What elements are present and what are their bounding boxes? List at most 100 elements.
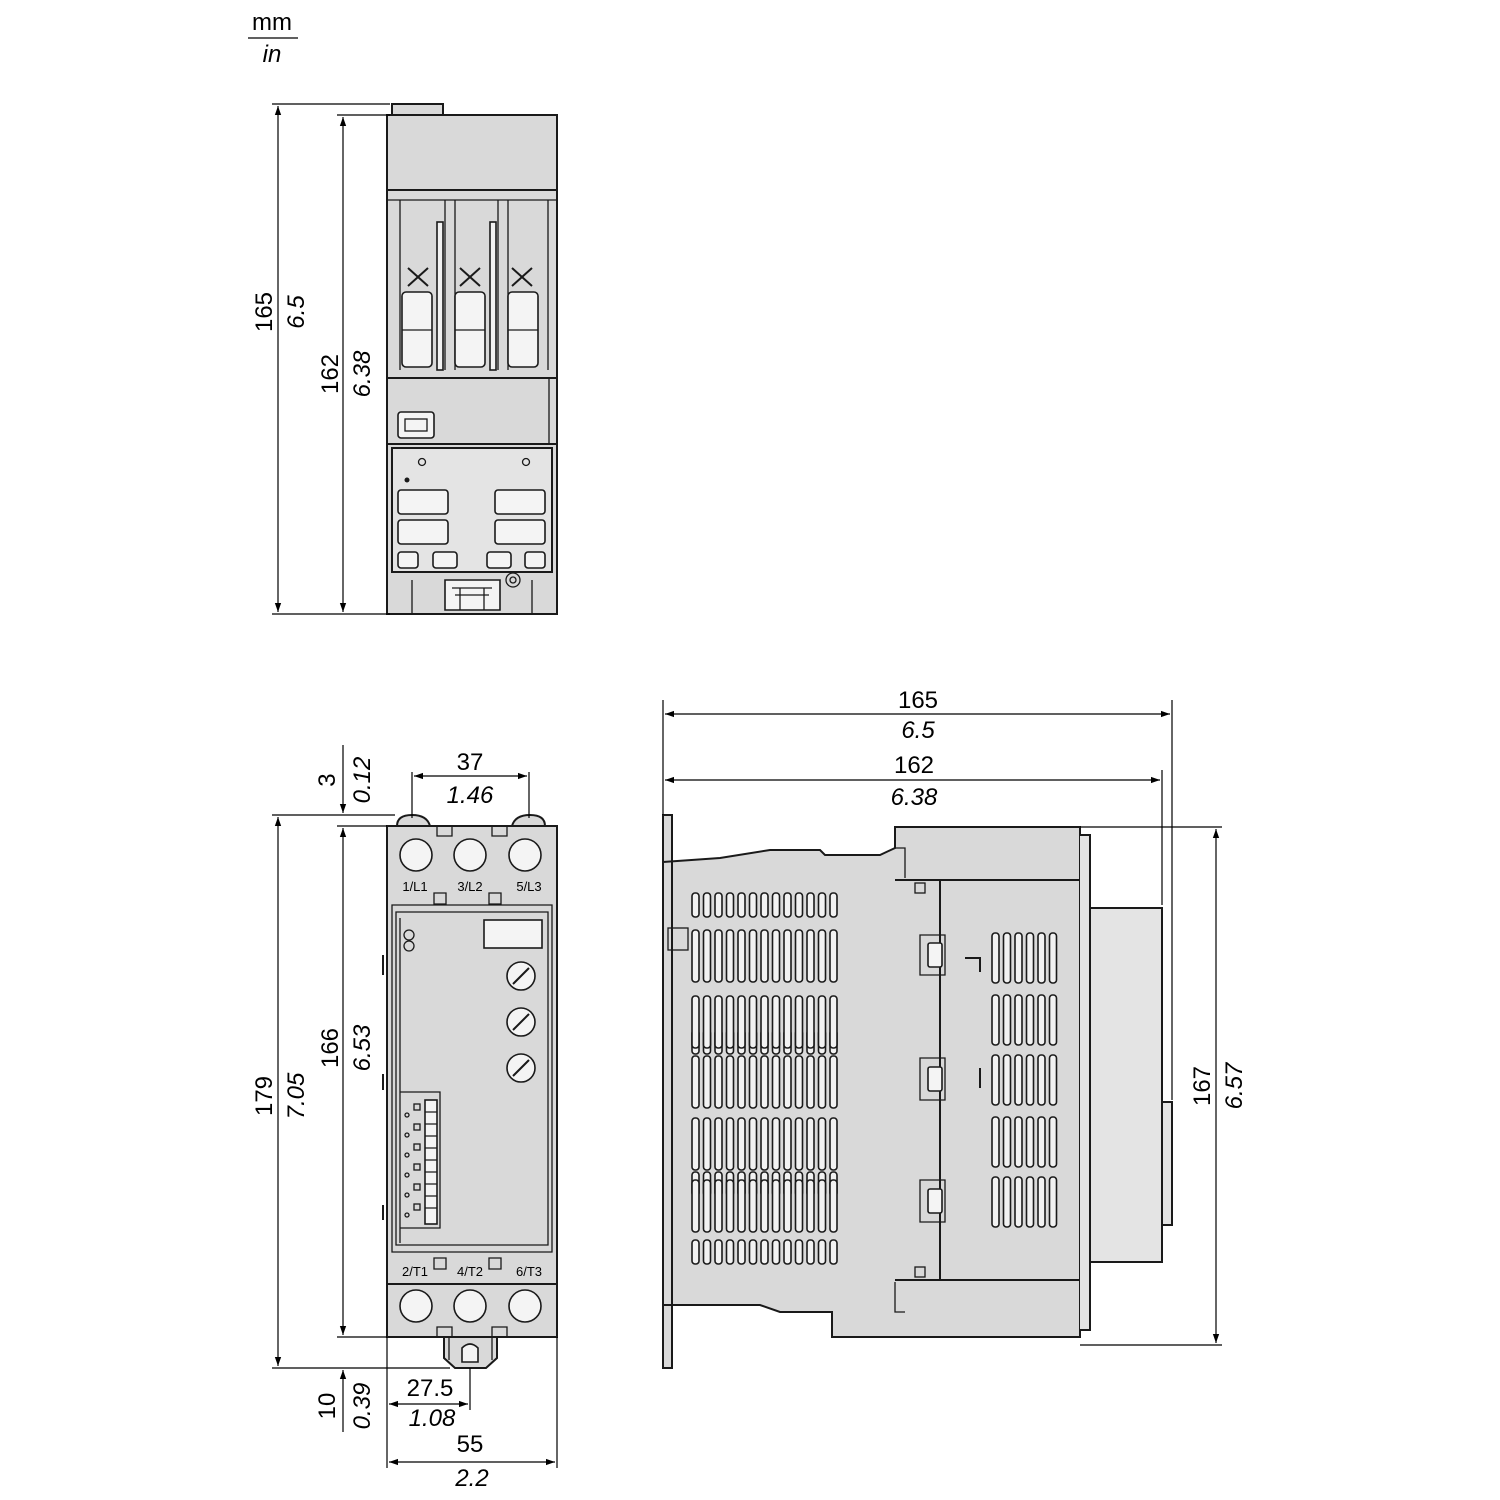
vent-slot — [817, 1055, 827, 1109]
side-view: 165 6.5 162 6.38 167 6.57 — [662, 687, 1248, 1369]
vent-slot — [737, 1179, 746, 1233]
front-view: 1/L1 3/L2 5/L3 — [251, 745, 558, 1492]
vent-slot — [737, 995, 746, 1049]
vent-slot — [725, 995, 735, 1049]
vent-slot — [760, 929, 769, 983]
vent-slot — [760, 1055, 769, 1109]
vent-slot — [783, 1055, 792, 1109]
vent-slot — [737, 892, 746, 918]
vent-slot — [748, 995, 758, 1049]
vent-slot — [691, 1179, 700, 1233]
vent-slot — [817, 995, 827, 1049]
front-width-in: 2.2 — [454, 1465, 488, 1492]
vent-slot — [991, 932, 1000, 984]
vent-slot — [771, 929, 781, 983]
vent-slot — [714, 1055, 723, 1109]
latch-icons — [914, 882, 981, 1278]
vent-slot — [806, 1239, 815, 1265]
vent-slot — [771, 995, 781, 1049]
vent-slot — [1014, 1176, 1023, 1228]
vent-slot — [748, 1117, 758, 1171]
vent-slot — [806, 995, 815, 1049]
vent-slot — [725, 1179, 735, 1233]
vent-slots-left — [691, 892, 838, 1265]
usb-port-icon — [397, 411, 435, 439]
front-pitch-in: 1.46 — [447, 782, 494, 809]
vent-slot — [702, 1179, 712, 1233]
vent-slot — [794, 892, 804, 918]
top-height-outer-in: 6.5 — [283, 295, 310, 329]
vent-slot — [783, 892, 792, 918]
vent-slot — [760, 1117, 769, 1171]
vent-slot — [1002, 994, 1012, 1046]
vent-slot — [748, 892, 758, 918]
vent-slot — [1002, 1176, 1012, 1228]
front-bottom-offset-in: 0.39 — [349, 1383, 376, 1430]
vent-slot — [737, 1055, 746, 1109]
vent-slot — [1048, 1054, 1058, 1106]
vent-slot — [794, 1055, 804, 1109]
top-height-outer-mm: 165 — [251, 292, 278, 332]
vent-slot — [991, 1054, 1000, 1106]
din-clip-icon — [443, 1336, 498, 1369]
front-body-height-mm: 166 — [317, 1028, 344, 1068]
vent-slot — [829, 995, 838, 1049]
vent-slot — [817, 929, 827, 983]
top-height-inner-mm: 162 — [317, 354, 344, 394]
vent-slot — [691, 929, 700, 983]
vent-slot — [991, 1176, 1000, 1228]
vent-slot — [1014, 1054, 1023, 1106]
vent-slot — [691, 1239, 700, 1265]
vent-slot — [702, 929, 712, 983]
vent-slot — [702, 1239, 712, 1265]
front-pitch-mm: 37 — [457, 749, 484, 776]
vent-slot — [691, 892, 700, 918]
vent-slot — [1048, 1116, 1058, 1168]
vent-slot — [702, 995, 712, 1049]
front-bottom-offset-mm: 10 — [314, 1393, 341, 1420]
vent-slot — [1025, 994, 1035, 1046]
vent-slot — [794, 1179, 804, 1233]
load-terminal-screws — [387, 1283, 557, 1337]
vent-slot — [725, 1117, 735, 1171]
vent-slot — [714, 995, 723, 1049]
vent-slot — [771, 892, 781, 918]
vent-slot — [1014, 1116, 1023, 1168]
vent-slot — [829, 892, 838, 918]
vent-slot — [702, 1055, 712, 1109]
units-in-label: in — [263, 41, 282, 68]
vent-slot — [737, 1117, 746, 1171]
dip-switch-icon — [404, 1099, 438, 1225]
control-slots — [397, 489, 546, 569]
vent-slot — [691, 1117, 700, 1171]
vent-slot — [725, 1055, 735, 1109]
vent-slot — [817, 1179, 827, 1233]
vent-slot — [829, 1179, 838, 1233]
vent-slot — [691, 1055, 700, 1109]
terminal-label-t3: 6/T3 — [516, 1264, 542, 1279]
vent-slot — [725, 892, 735, 918]
side-depth-inner-mm: 162 — [894, 752, 934, 779]
vent-slot — [760, 1179, 769, 1233]
units-mm-label: mm — [252, 9, 292, 36]
terminal-label-l1: 1/L1 — [402, 879, 427, 894]
vent-slot — [1048, 1176, 1058, 1228]
vent-slot — [714, 1179, 723, 1233]
terminal-label-t1: 2/T1 — [402, 1264, 428, 1279]
vent-slot — [1014, 932, 1023, 984]
vent-slot — [760, 1239, 769, 1265]
vent-slot — [737, 929, 746, 983]
vent-slot — [1002, 1116, 1012, 1168]
vent-slot — [748, 1239, 758, 1265]
top-view: 165 6.5 162 6.38 — [251, 103, 558, 615]
vent-slot — [771, 1179, 781, 1233]
vent-slot — [829, 1055, 838, 1109]
vent-slot — [748, 929, 758, 983]
front-top-offset-mm: 3 — [314, 773, 341, 786]
vent-slot — [702, 1117, 712, 1171]
vent-slot — [783, 1179, 792, 1233]
vent-slot — [714, 1117, 723, 1171]
vent-slot — [806, 929, 815, 983]
vent-slot — [1002, 932, 1012, 984]
vent-slot — [806, 1055, 815, 1109]
